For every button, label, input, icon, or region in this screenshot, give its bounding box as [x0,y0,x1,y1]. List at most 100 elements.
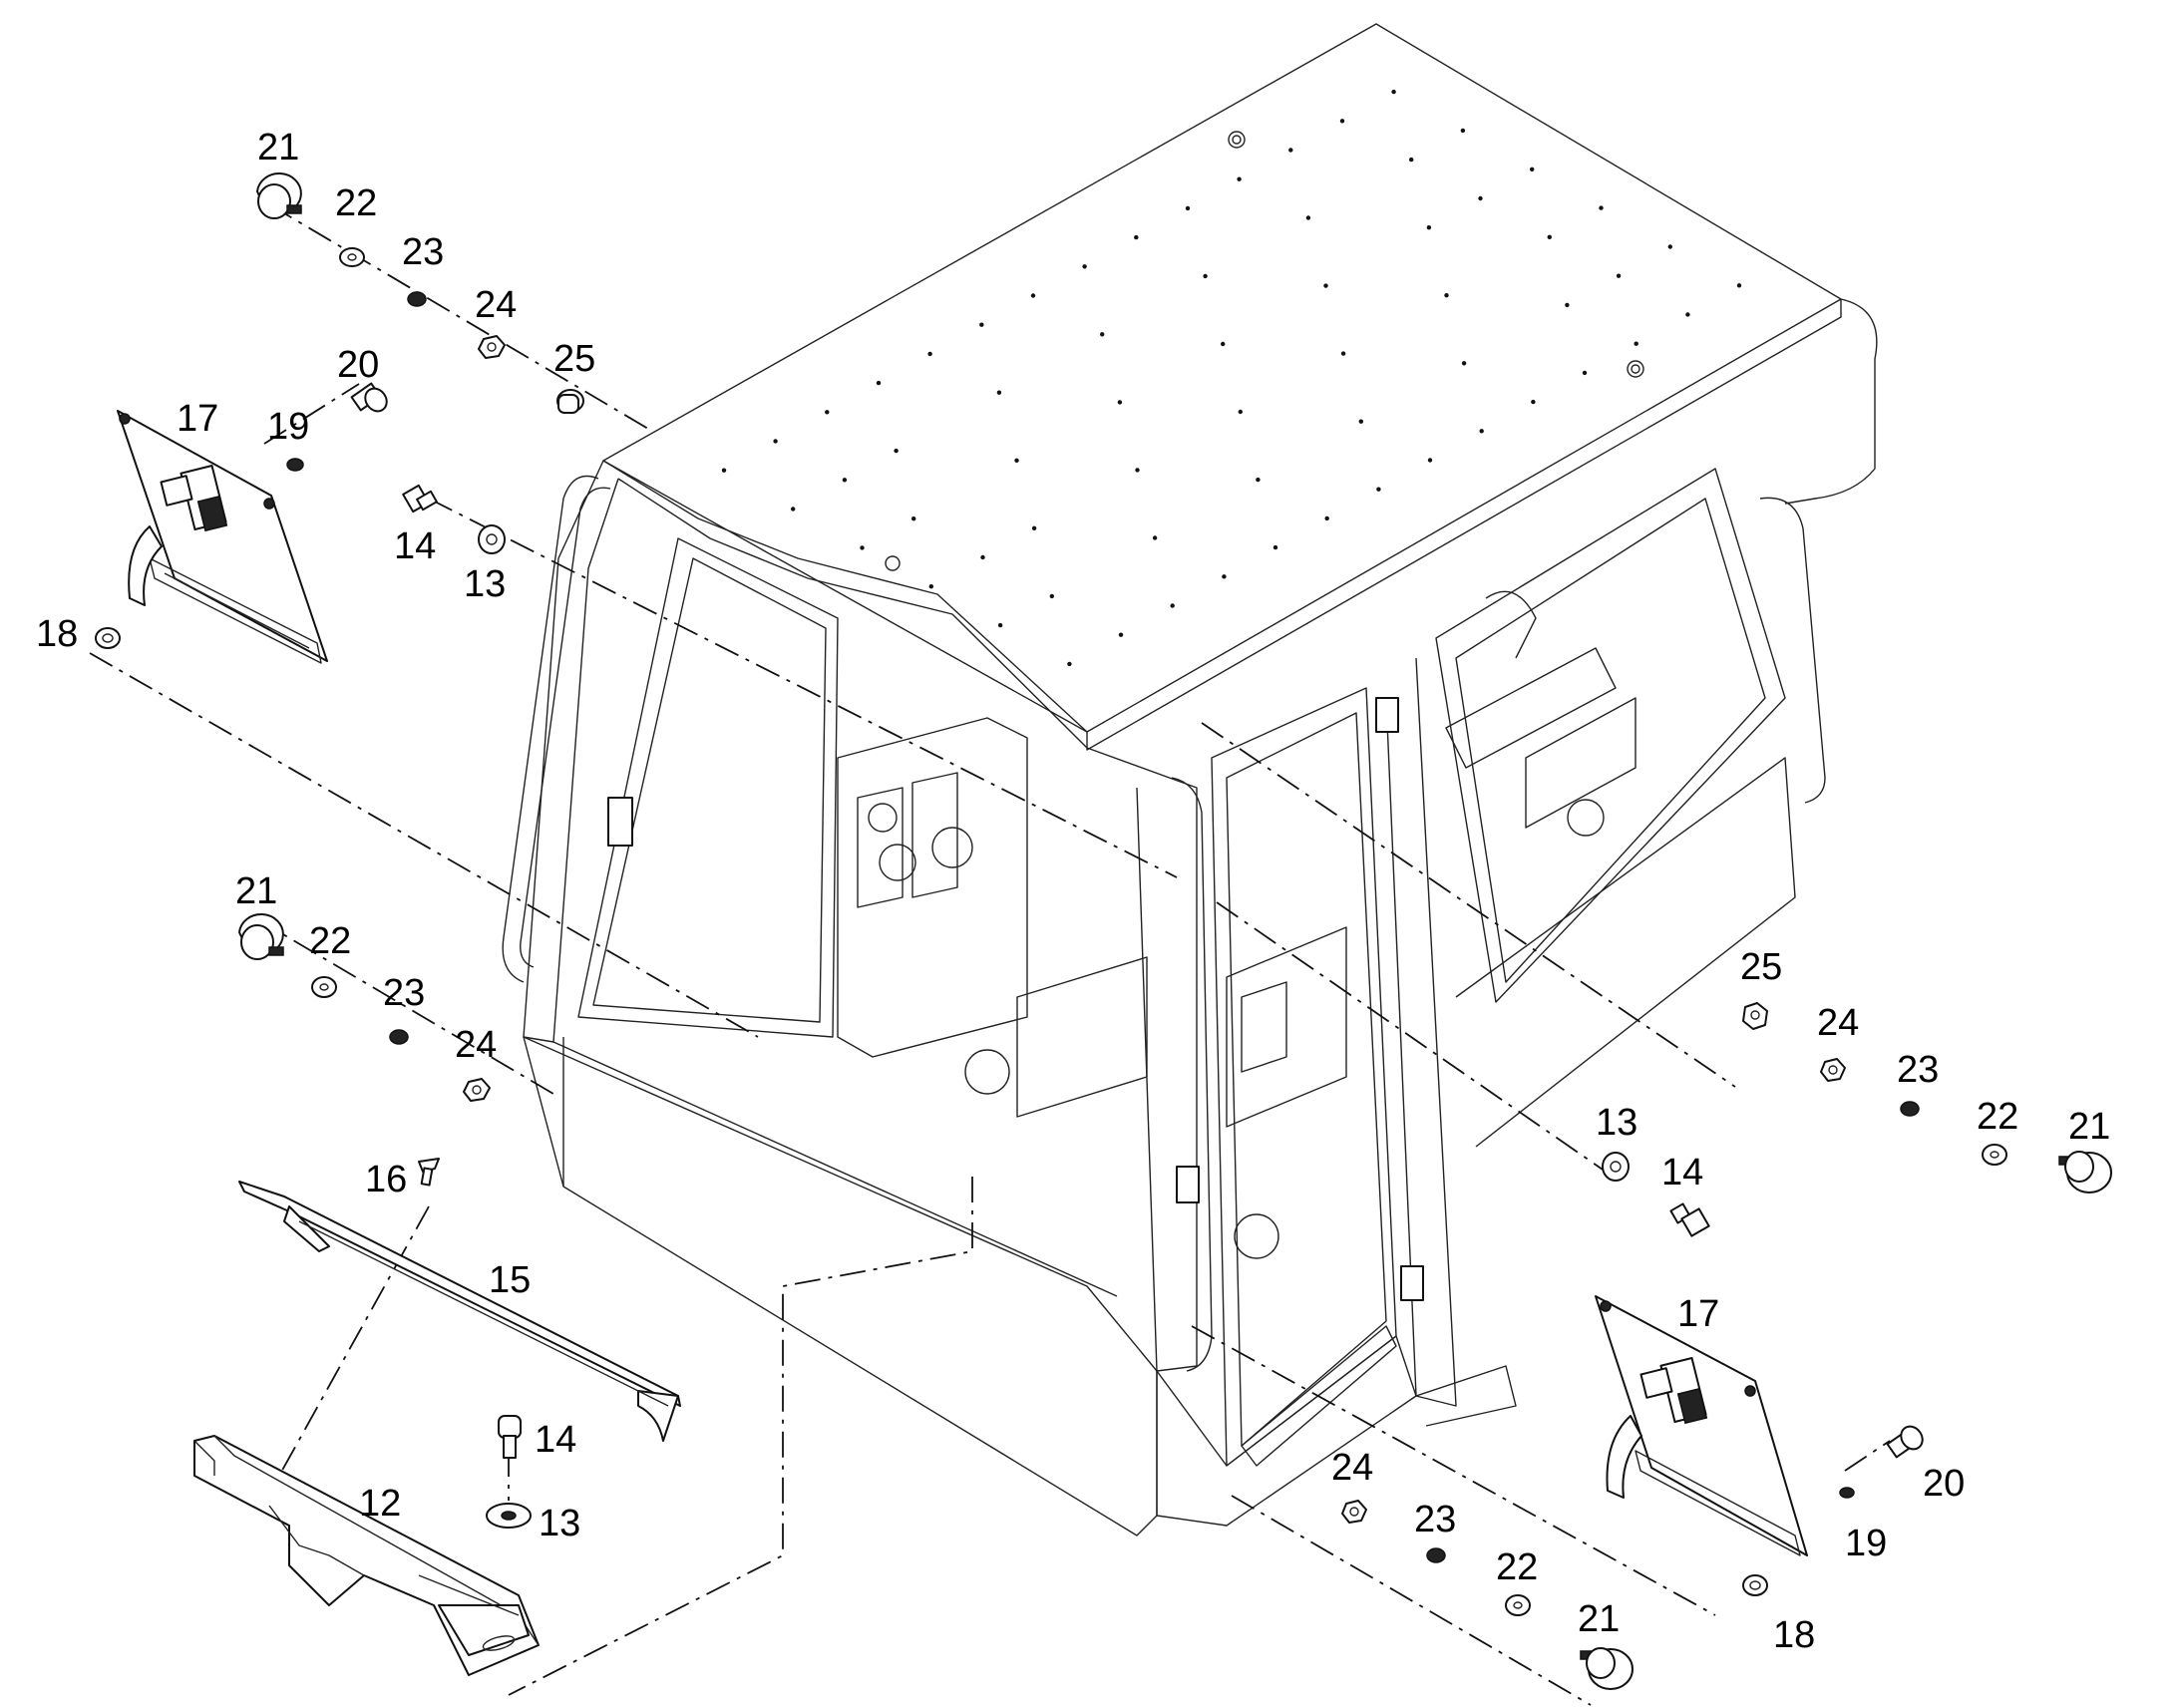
roof-rivet [1340,351,1346,356]
washer-13-bottom [486,1503,532,1529]
roof-rivet [825,410,830,415]
interior-left-console [837,717,1028,1058]
plate-latch [160,464,228,532]
rear-bracket [1485,590,1537,659]
knob-21 [238,913,284,960]
front-lower-crease [552,1041,1118,1297]
nut-24 [1341,1500,1367,1524]
roof-rivet [1427,458,1433,463]
roof-rivet [1067,661,1072,667]
rear-console-box [1525,697,1636,829]
roof-rivet [1135,468,1140,473]
axis-plate-screw-left [263,383,360,445]
interior-floor-console [1016,956,1148,1118]
nut-24 [1820,1058,1846,1082]
axis-plate-left [89,652,759,1038]
center-latch [1176,1166,1200,1203]
bracket-12 [193,1435,540,1676]
rear-console-hole [1567,799,1605,837]
nut-24 [463,1078,491,1102]
roof-rivet [1358,419,1364,424]
roof-lift-point-center [1631,364,1640,374]
axis-bolt-left-upper [428,498,1178,878]
axis-right-top [1201,722,1736,1088]
callout-23: 23 [402,231,444,273]
roof-rivet [1170,603,1175,608]
axis-plate-screw-right [1844,1440,1891,1472]
roof-rivet [1152,535,1158,540]
rear-mount-foot [1415,1365,1517,1427]
screw-16 [418,1158,440,1187]
mirror-plate-17-left [117,410,328,664]
roof-rivets [721,89,1742,667]
plate-latch [1639,1356,1708,1425]
interior-right-console [1226,926,1347,1128]
washer-13-right [1602,1152,1630,1182]
callout-16: 16 [365,1159,407,1200]
roof-rivet [876,380,882,386]
lock-washer-23 [1900,1101,1920,1117]
roof-rivet [996,390,1002,395]
roof-side-edge [1086,299,1842,751]
roof-rivet [1288,148,1293,153]
axis-left-top [268,203,649,430]
callout-18: 18 [1773,1614,1815,1656]
nut-18-left [95,627,121,649]
roof-rivet [1531,399,1536,405]
console-vent-right [911,772,958,898]
callout-labels: 21 22 23 24 25 20 17 19 14 13 18 21 22 2… [36,127,2110,1656]
nut-24 [478,335,506,359]
washer-13-left [478,524,506,554]
washer-19-right [1839,1487,1855,1499]
callout-20: 20 [1923,1463,1965,1505]
mirror-plate-17-right [1595,1295,1808,1556]
roof-rivet [842,478,848,483]
axis-plate-right [1191,1325,1716,1616]
roof-rivet [721,468,727,473]
roof-rivet [1479,429,1484,434]
callout-24: 24 [1331,1447,1373,1489]
callout-17: 17 [177,398,218,440]
roof-rivet [997,622,1003,628]
hardware-stack-left-mid [238,913,491,1102]
door-step [1241,1325,1397,1467]
roof-rear-overhang [1784,298,1878,505]
roof-rivet [1031,525,1037,530]
roof-rivet [927,351,932,357]
roof-rivet [1599,205,1604,210]
roof-rivet [1049,593,1055,599]
callout-14: 14 [1661,1152,1703,1194]
roof-front-lip [617,478,1088,749]
center-grab-handle [1171,777,1213,1372]
hardware-stack-right-mid [1742,1002,2112,1194]
hardware-stack-left-top [256,172,584,414]
callout-20: 20 [337,344,379,386]
roof-rivet [1030,293,1036,298]
lower-door-sill [1156,1335,1417,1527]
axis-bracket [278,1205,430,1477]
roof-rivet [1616,273,1622,278]
roof-rivet [928,584,933,589]
roof-rivet [1565,302,1570,308]
callout-12: 12 [359,1483,401,1525]
roof-rivet [1256,477,1261,483]
roof-rivet [1082,264,1087,269]
callout-23: 23 [1897,1049,1939,1091]
plate-hook [128,525,163,606]
callout-25: 25 [553,338,595,380]
callout-13: 13 [464,563,506,605]
callout-22: 22 [309,920,351,962]
left-latch [607,797,633,847]
roof-rivet [1685,312,1690,317]
spacer-25 [556,389,584,414]
roof-rivet [1426,225,1432,230]
callout-15: 15 [489,1259,531,1301]
roof-rivet [911,516,916,521]
rear-side-window [1435,468,1786,1003]
roof-lift-point [885,555,901,571]
roof-rivet [1376,487,1381,492]
roof-lift-point [1627,360,1644,378]
roof-rivet [1272,544,1278,550]
